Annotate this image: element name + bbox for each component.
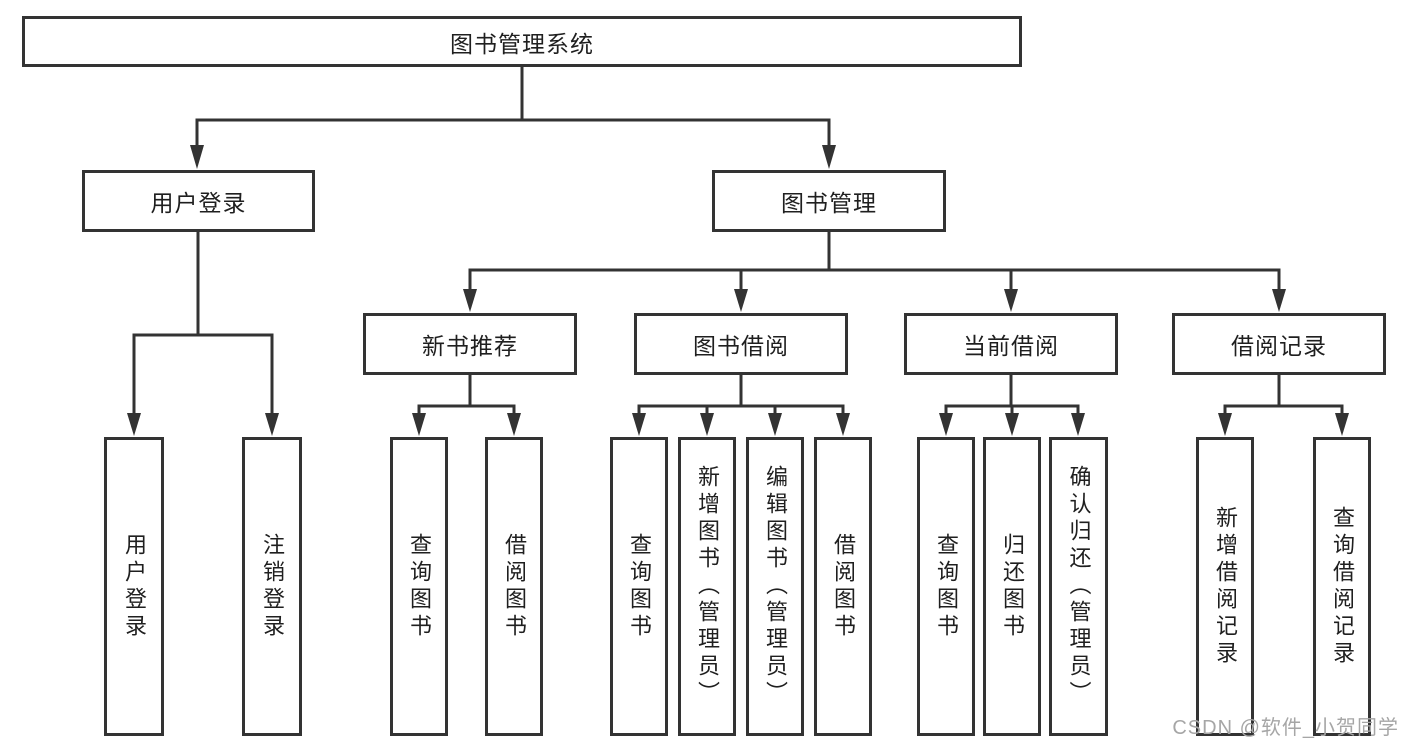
node-user-login: 用户登录 bbox=[82, 170, 315, 232]
leaf-bb-query-books: 查询图书 bbox=[610, 437, 668, 736]
node-book-mgmt-label: 图书管理 bbox=[781, 190, 877, 216]
node-root-label: 图书管理系统 bbox=[450, 30, 594, 57]
leaf-cb-return-books-label: 归还图书 bbox=[1000, 532, 1025, 641]
leaf-bb-edit-books-admin: 编辑图书（管理员） bbox=[746, 437, 804, 736]
node-book-borrow: 图书借阅 bbox=[634, 313, 848, 375]
leaf-bb-add-books-admin: 新增图书（管理员） bbox=[678, 437, 736, 736]
leaf-br-add-record-label: 新增借阅记录 bbox=[1213, 505, 1238, 668]
leaf-cb-query-books-label: 查询图书 bbox=[934, 532, 959, 641]
leaf-nbr-query-books: 查询图书 bbox=[390, 437, 448, 736]
node-new-book-rec: 新书推荐 bbox=[363, 313, 577, 375]
leaf-bb-borrow-books: 借阅图书 bbox=[814, 437, 872, 736]
node-root: 图书管理系统 bbox=[22, 16, 1022, 67]
leaf-nbr-borrow-books-label: 借阅图书 bbox=[502, 532, 527, 641]
leaf-logout-label: 注销登录 bbox=[260, 532, 285, 641]
leaf-logout: 注销登录 bbox=[242, 437, 302, 736]
leaf-bb-edit-books-admin-label: 编辑图书（管理员） bbox=[763, 465, 788, 708]
leaf-user-login-label: 用户登录 bbox=[122, 532, 147, 641]
leaf-cb-confirm-return-admin-label: 确认归还（管理员） bbox=[1066, 465, 1092, 708]
node-new-book-rec-label: 新书推荐 bbox=[422, 333, 518, 359]
node-book-borrow-label: 图书借阅 bbox=[693, 333, 789, 359]
leaf-br-add-record: 新增借阅记录 bbox=[1196, 437, 1254, 736]
leaf-br-query-record-label: 查询借阅记录 bbox=[1330, 505, 1355, 668]
leaf-nbr-borrow-books: 借阅图书 bbox=[485, 437, 543, 736]
node-user-login-label: 用户登录 bbox=[150, 190, 247, 216]
leaf-cb-return-books: 归还图书 bbox=[983, 437, 1041, 736]
node-borrow-records: 借阅记录 bbox=[1172, 313, 1386, 375]
leaf-bb-borrow-books-label: 借阅图书 bbox=[831, 532, 856, 641]
leaf-br-query-record: 查询借阅记录 bbox=[1313, 437, 1371, 736]
leaf-bb-query-books-label: 查询图书 bbox=[627, 532, 652, 641]
node-current-borrow-label: 当前借阅 bbox=[963, 333, 1059, 359]
csdn-watermark: CSDN @软件_小贺同学 bbox=[1172, 717, 1399, 739]
leaf-bb-add-books-admin-label: 新增图书（管理员） bbox=[695, 465, 720, 708]
leaf-cb-confirm-return-admin: 确认归还（管理员） bbox=[1049, 437, 1108, 736]
node-borrow-records-label: 借阅记录 bbox=[1231, 333, 1327, 359]
leaf-nbr-query-books-label: 查询图书 bbox=[407, 532, 432, 641]
node-current-borrow: 当前借阅 bbox=[904, 313, 1118, 375]
leaf-user-login: 用户登录 bbox=[104, 437, 164, 736]
leaf-cb-query-books: 查询图书 bbox=[917, 437, 975, 736]
node-book-mgmt: 图书管理 bbox=[712, 170, 946, 232]
